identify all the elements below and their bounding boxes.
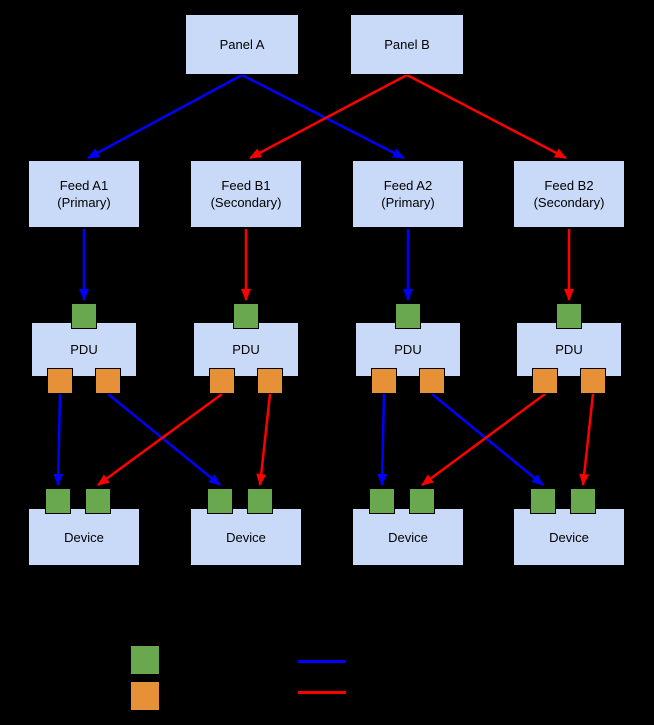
feed-a2-name: Feed A2: [383, 178, 433, 193]
wire-panel-b-to-feed-b2: [406, 73, 567, 160]
device-4-input-port-right: [570, 488, 596, 514]
device-1-box: Device: [28, 508, 140, 566]
pdu-1-output-port-right: [95, 368, 121, 394]
feed-b1-role: (Secondary): [210, 195, 282, 210]
legend-secondary-path-line: [298, 691, 346, 694]
device-1-input-port-left: [45, 488, 71, 514]
feed-b2-box: Feed B2 (Secondary): [513, 160, 625, 228]
legend-output-port-swatch: [130, 681, 160, 711]
pdu-4-output-port-right: [580, 368, 606, 394]
pdu-2-input-port: [233, 303, 259, 329]
feed-b1-box: Feed B1 (Secondary): [190, 160, 302, 228]
pdu-3-box: PDU: [355, 322, 461, 377]
panel-b-label: Panel B: [384, 37, 430, 52]
legend-input-port-swatch: [130, 645, 160, 675]
feed-b1-name: Feed B1: [221, 178, 271, 193]
wire-pdu-1-to-device-1: [53, 393, 64, 486]
wire-pdu-3-to-device-4: [431, 393, 544, 486]
panel-b-box: Panel B: [350, 14, 464, 75]
feed-b2-name: Feed B2: [544, 178, 594, 193]
legend-primary-path-line: [298, 660, 346, 663]
panel-a-box: Panel A: [185, 14, 299, 75]
pdu-2-output-port-left: [209, 368, 235, 394]
feed-a2-role: (Primary): [381, 195, 435, 210]
device-4-input-port-left: [530, 488, 556, 514]
feed-a1-role: (Primary): [57, 195, 111, 210]
pdu-4-box: PDU: [516, 322, 622, 377]
feed-b2-role: (Secondary): [533, 195, 605, 210]
device-3-box: Device: [352, 508, 464, 566]
device-3-input-port-left: [369, 488, 395, 514]
device-1-label: Device: [64, 529, 104, 545]
feed-a1-name: Feed A1: [59, 178, 109, 193]
pdu-2-box: PDU: [193, 322, 299, 377]
pdu-3-output-port-right: [419, 368, 445, 394]
wire-pdu-4-to-device-4: [579, 393, 595, 486]
pdu-4-input-port: [556, 303, 582, 329]
device-4-label: Device: [549, 529, 589, 545]
device-4-box: Device: [513, 508, 625, 566]
pdu-4-label: PDU: [555, 342, 583, 357]
device-3-input-port-right: [409, 488, 435, 514]
wire-pdu-1-to-device-2: [107, 393, 221, 486]
device-3-label: Device: [388, 529, 428, 545]
feed-a2-box: Feed A2 (Primary): [352, 160, 464, 228]
pdu-1-label: PDU: [70, 342, 98, 357]
pdu-1-box: PDU: [31, 322, 137, 377]
wire-panel-a-to-feed-a2: [241, 73, 405, 160]
wire-pdu-4-to-device-3: [421, 392, 546, 487]
device-2-input-port-right: [247, 488, 273, 514]
pdu-4-output-port-left: [532, 368, 558, 394]
wire-panel-a-to-feed-a1: [87, 73, 243, 160]
wire-panel-b-to-feed-b1: [249, 73, 408, 160]
pdu-3-input-port: [395, 303, 421, 329]
device-2-input-port-left: [207, 488, 233, 514]
pdu-3-label: PDU: [394, 342, 422, 357]
panel-a-label: Panel A: [219, 37, 265, 52]
wire-pdu-2-to-device-2: [256, 393, 272, 486]
device-2-box: Device: [190, 508, 302, 566]
device-1-input-port-right: [85, 488, 111, 514]
feed-a1-box: Feed A1 (Primary): [28, 160, 140, 228]
pdu-2-output-port-right: [257, 368, 283, 394]
wire-pdu-3-to-device-3: [377, 393, 388, 486]
device-2-label: Device: [226, 529, 266, 545]
pdu-2-label: PDU: [232, 342, 260, 357]
pdu-3-output-port-left: [371, 368, 397, 394]
pdu-1-output-port-left: [47, 368, 73, 394]
pdu-1-input-port: [71, 303, 97, 329]
wire-pdu-2-to-device-1: [97, 392, 223, 487]
